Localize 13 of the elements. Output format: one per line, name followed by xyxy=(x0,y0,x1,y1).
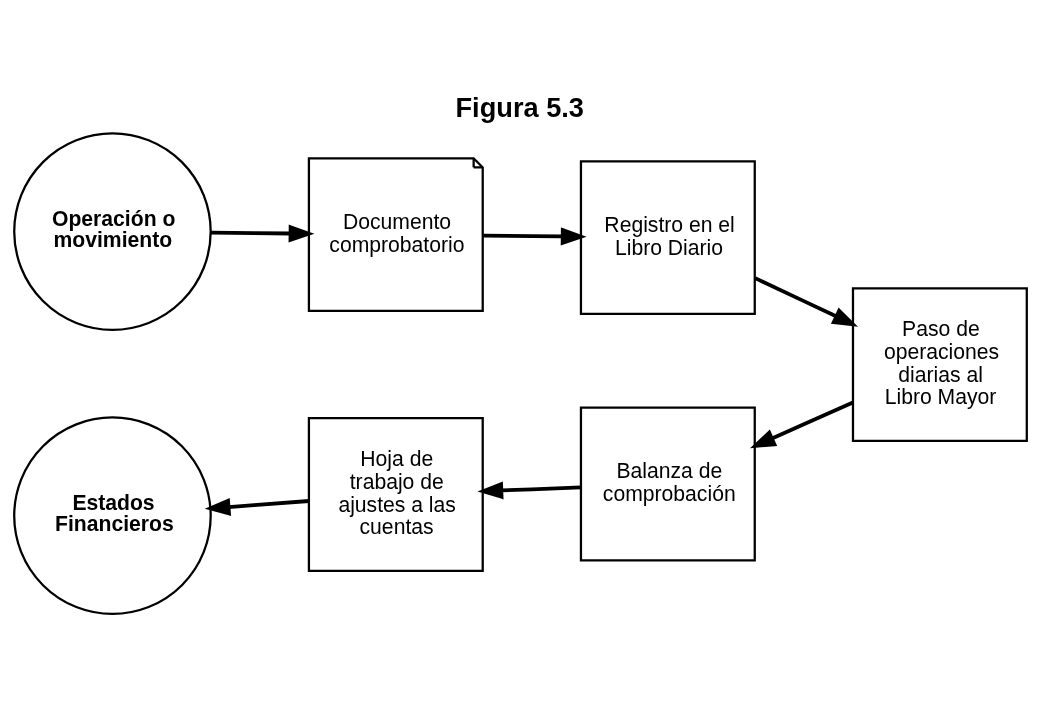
arrow xyxy=(483,226,587,245)
arrow xyxy=(204,497,310,516)
node-box: Paso de operaciones diarias al Libro Mayor xyxy=(851,286,1028,442)
arrow xyxy=(210,223,315,242)
node-circle: Operación o movimiento xyxy=(13,131,212,331)
node-circle: Estados Financieros xyxy=(13,415,212,615)
diagram-title: Figura 5.3 xyxy=(455,91,584,123)
arrow xyxy=(754,275,859,327)
arrow xyxy=(477,480,581,499)
arrow xyxy=(750,400,854,448)
node-box: Balanza de comprobación xyxy=(579,406,756,561)
node-box: Registro en el Libro Diario xyxy=(579,159,756,315)
node-box: Hoja de trabajo de ajustes a las cuentas xyxy=(307,416,484,572)
